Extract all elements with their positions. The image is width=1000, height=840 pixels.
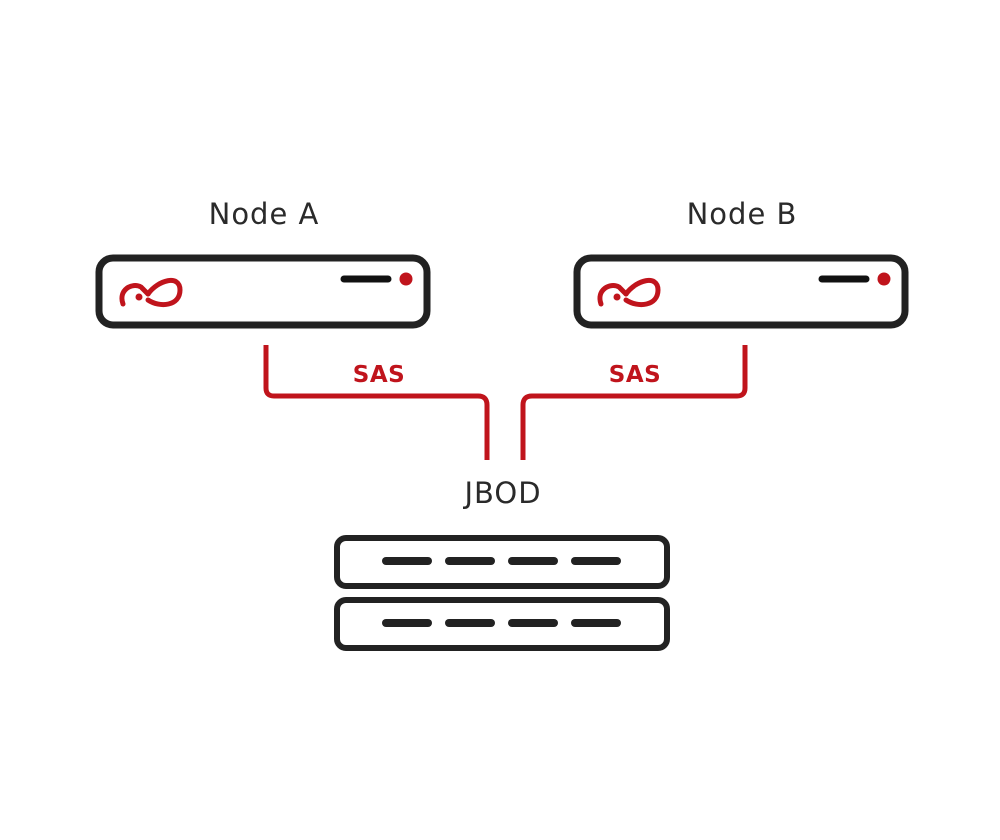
node-a-server-icon [95,254,431,329]
jbod-shelf-bottom [334,597,670,651]
sas-link-a: SAS [263,345,490,460]
sas-link-a-label: SAS [353,362,405,388]
jbod-label: JBOD [462,476,541,510]
infinity-logo-icon [597,278,661,308]
sas-cable-b [520,345,748,460]
jbod: JBOD [334,476,670,651]
sas-cable-a [263,345,490,460]
node-b-status-led-icon [877,272,891,286]
node-a-label: Node A [209,197,320,231]
sas-link-b-label: SAS [609,362,661,388]
jbod-shelf-top [334,535,670,589]
node-a-status-led-icon [399,272,413,286]
node-b: Node B [573,197,909,329]
node-b-server-icon [573,254,909,329]
infinity-logo-icon [119,278,183,308]
node-a: Node A [95,197,431,329]
node-b-label: Node B [687,197,798,231]
sas-link-b: SAS [520,345,748,460]
jbod-shelf-icon [334,597,670,651]
jbod-shelf-icon [334,535,670,589]
